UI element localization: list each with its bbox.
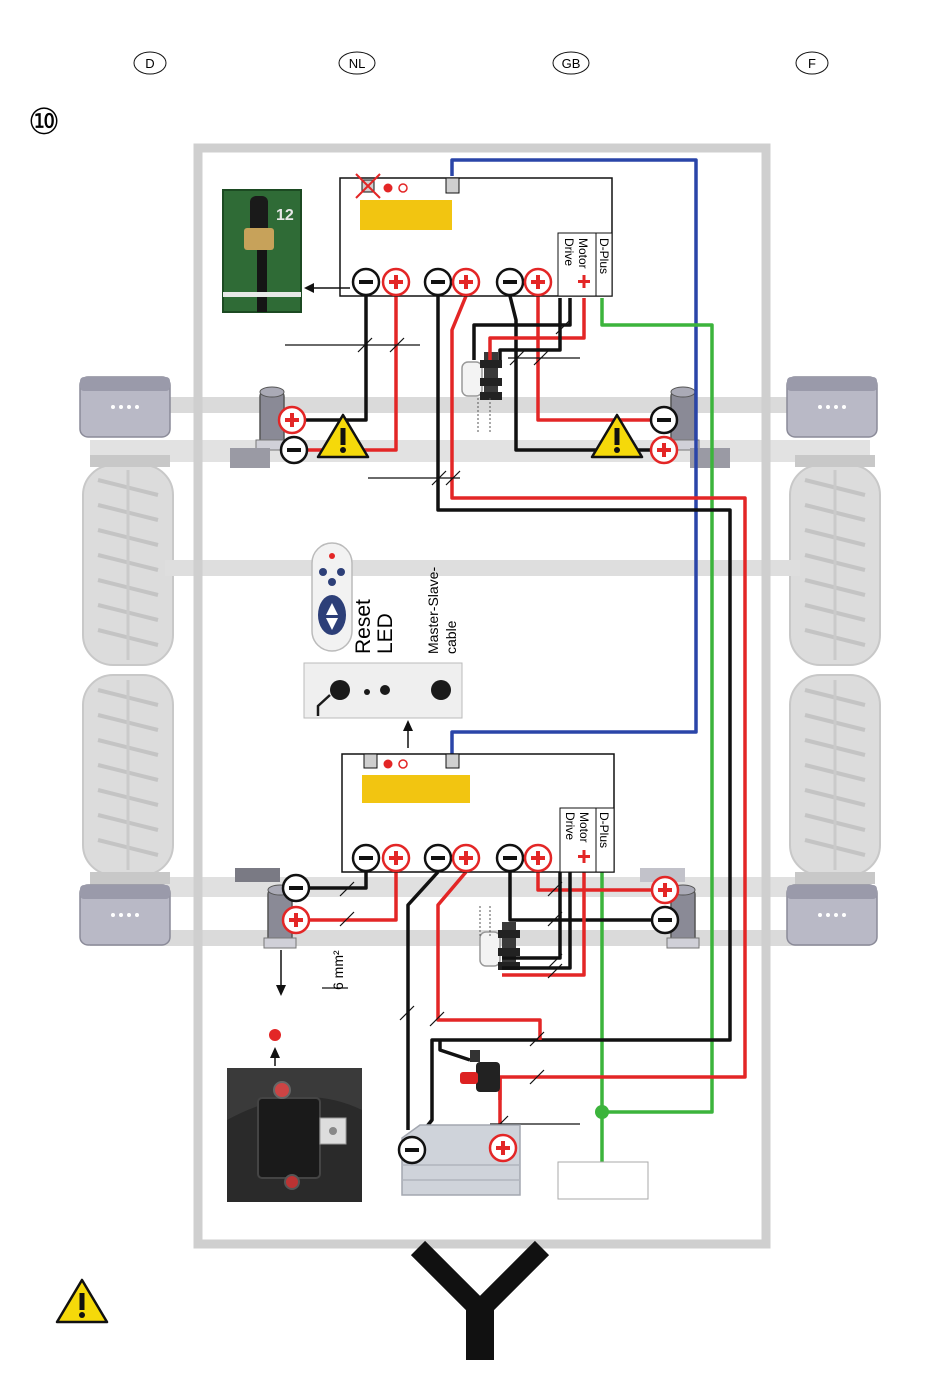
minus-terminal-icon — [652, 907, 678, 933]
fuse-photo: 12 — [223, 190, 301, 312]
minus-terminal-icon — [353, 269, 379, 295]
plus-terminal-icon — [383, 845, 409, 871]
plus-terminal-icon — [525, 269, 551, 295]
minus-terminal-icon — [425, 845, 451, 871]
led-label: LED — [374, 613, 397, 654]
control-unit-slave: D-Plus Motor Drive — [342, 754, 614, 872]
reset-label: Reset — [352, 599, 375, 654]
tire-icon — [83, 465, 173, 665]
d-plus-terminal-box — [558, 1162, 648, 1199]
plus-terminal-icon — [279, 407, 305, 433]
drive-label: Drive — [563, 812, 577, 840]
led-icon — [329, 553, 335, 559]
language-tab-gb[interactable]: GB — [553, 52, 589, 74]
tire-icon — [790, 465, 880, 665]
led-icon — [399, 184, 407, 192]
language-tab-d-label: D — [145, 56, 154, 71]
hub-icon — [80, 885, 170, 945]
display-panel — [362, 775, 470, 803]
hub-icon — [80, 377, 170, 437]
plus-terminal-icon — [383, 269, 409, 295]
language-tab-gb-label: GB — [562, 56, 581, 71]
indicator-dot — [269, 1029, 281, 1041]
control-unit-master: D-Plus Motor Drive — [340, 174, 612, 296]
d-plus-label: D-Plus — [597, 812, 611, 848]
main-switch-photo — [227, 1068, 362, 1202]
plus-terminal-icon — [453, 845, 479, 871]
minus-terminal-icon — [399, 1137, 425, 1163]
tire-icon — [790, 675, 880, 875]
plus-terminal-icon — [490, 1135, 516, 1161]
led-icon — [384, 184, 393, 193]
minus-terminal-icon — [425, 269, 451, 295]
connector-panel — [304, 663, 462, 718]
relay-icon — [462, 352, 502, 400]
minus-terminal-icon — [651, 407, 677, 433]
minus-terminal-icon — [353, 845, 379, 871]
plus-terminal-icon — [453, 269, 479, 295]
arrow-up-icon — [403, 720, 413, 748]
arrow-up-icon — [270, 1047, 280, 1066]
arrow-down-icon — [276, 950, 286, 996]
fuse-board-text: 12 — [276, 207, 294, 224]
drawbar — [418, 1248, 542, 1360]
language-tab-nl[interactable]: NL — [339, 52, 375, 74]
tire-icon — [83, 675, 173, 875]
minus-terminal-icon — [281, 437, 307, 463]
language-tab-f-label: F — [808, 56, 816, 71]
language-tab-d[interactable]: D — [134, 52, 166, 74]
drive-label: Drive — [562, 238, 576, 266]
battery — [399, 1125, 520, 1195]
led-icon — [399, 760, 407, 768]
minus-terminal-icon — [497, 845, 523, 871]
motor-label: Motor — [576, 238, 590, 269]
remote-control — [312, 543, 352, 651]
minus-terminal-icon — [283, 875, 309, 901]
motor-label: Motor — [577, 812, 591, 843]
warning-icon — [57, 1280, 107, 1322]
hub-icon — [787, 885, 877, 945]
plus-terminal-icon — [651, 437, 677, 463]
language-tab-nl-label: NL — [349, 56, 366, 71]
display-panel — [360, 200, 452, 230]
d-plus-label: D-Plus — [597, 238, 611, 274]
master-slave-label: Master-Slave- — [425, 567, 441, 654]
language-tabs: D NL GB F — [134, 52, 828, 74]
relay-icon — [480, 922, 520, 970]
wires — [296, 160, 745, 1162]
cable-label: cable — [443, 620, 459, 654]
plus-terminal-icon — [525, 845, 551, 871]
led-icon — [384, 760, 393, 769]
minus-terminal-icon — [497, 269, 523, 295]
cable-size-label: 6 mm² — [330, 950, 346, 990]
step-number: ⑩ — [28, 101, 60, 142]
plus-terminal-icon — [652, 877, 678, 903]
plus-terminal-icon — [283, 907, 309, 933]
hub-icon — [787, 377, 877, 437]
language-tab-f[interactable]: F — [796, 52, 828, 74]
main-switch-icon — [460, 1050, 500, 1092]
